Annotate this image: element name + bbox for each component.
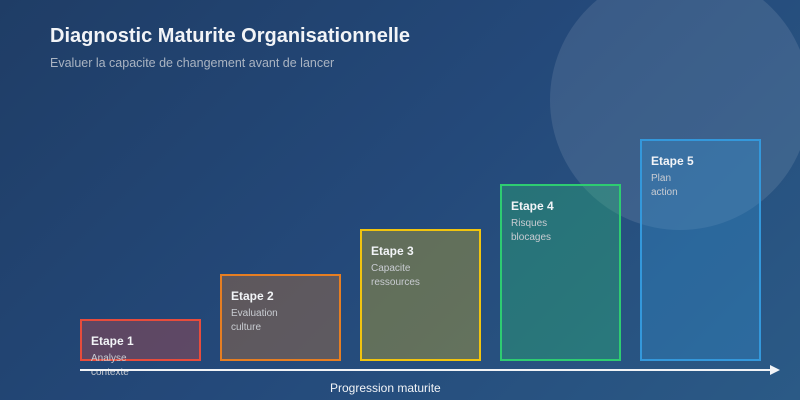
step-description: Capacite ressources — [371, 262, 420, 290]
step-desc-line1: Analyse — [91, 353, 127, 364]
step-desc-line1: Capacite — [371, 263, 411, 274]
step-desc-line1: Risques — [511, 218, 548, 229]
step-label: Etape 5 — [651, 154, 694, 168]
step-box-5: Etape 5 Plan action — [640, 139, 761, 361]
decorative-circle — [550, 0, 800, 230]
step-desc-line2: ressources — [371, 277, 420, 288]
page-title: Diagnostic Maturite Organisationnelle — [50, 25, 411, 47]
step-desc-line2: blocages — [511, 232, 552, 243]
step-box-1: Etape 1 Analyse contexte — [80, 319, 201, 378]
step-description: Risques blocages — [511, 217, 551, 245]
step-box-4: Etape 4 Risques blocages — [500, 184, 621, 361]
step-description: Plan action — [651, 172, 678, 200]
step-box-3: Etape 3 Capacite ressources — [360, 229, 481, 361]
step-label: Etape 1 — [91, 334, 134, 348]
step-desc-line1: Evaluation — [231, 308, 278, 319]
arrow-right-icon — [770, 365, 780, 375]
step-desc-line2: culture — [231, 322, 262, 333]
step-description: Evaluation culture — [231, 307, 278, 335]
step-label: Etape 4 — [511, 199, 554, 213]
axis-label: Progression maturite — [330, 381, 441, 395]
step-desc-line2: contexte — [91, 367, 129, 378]
step-description: Analyse contexte — [91, 352, 129, 380]
step-desc-line2: action — [651, 187, 678, 198]
step-label: Etape 3 — [371, 244, 414, 258]
step-label: Etape 2 — [231, 289, 274, 303]
step-box-2: Etape 2 Evaluation culture — [220, 274, 341, 361]
progression-axis-line — [80, 369, 772, 371]
page-subtitle: Evaluer la capacite de changement avant … — [50, 56, 335, 70]
step-desc-line1: Plan — [651, 173, 672, 184]
